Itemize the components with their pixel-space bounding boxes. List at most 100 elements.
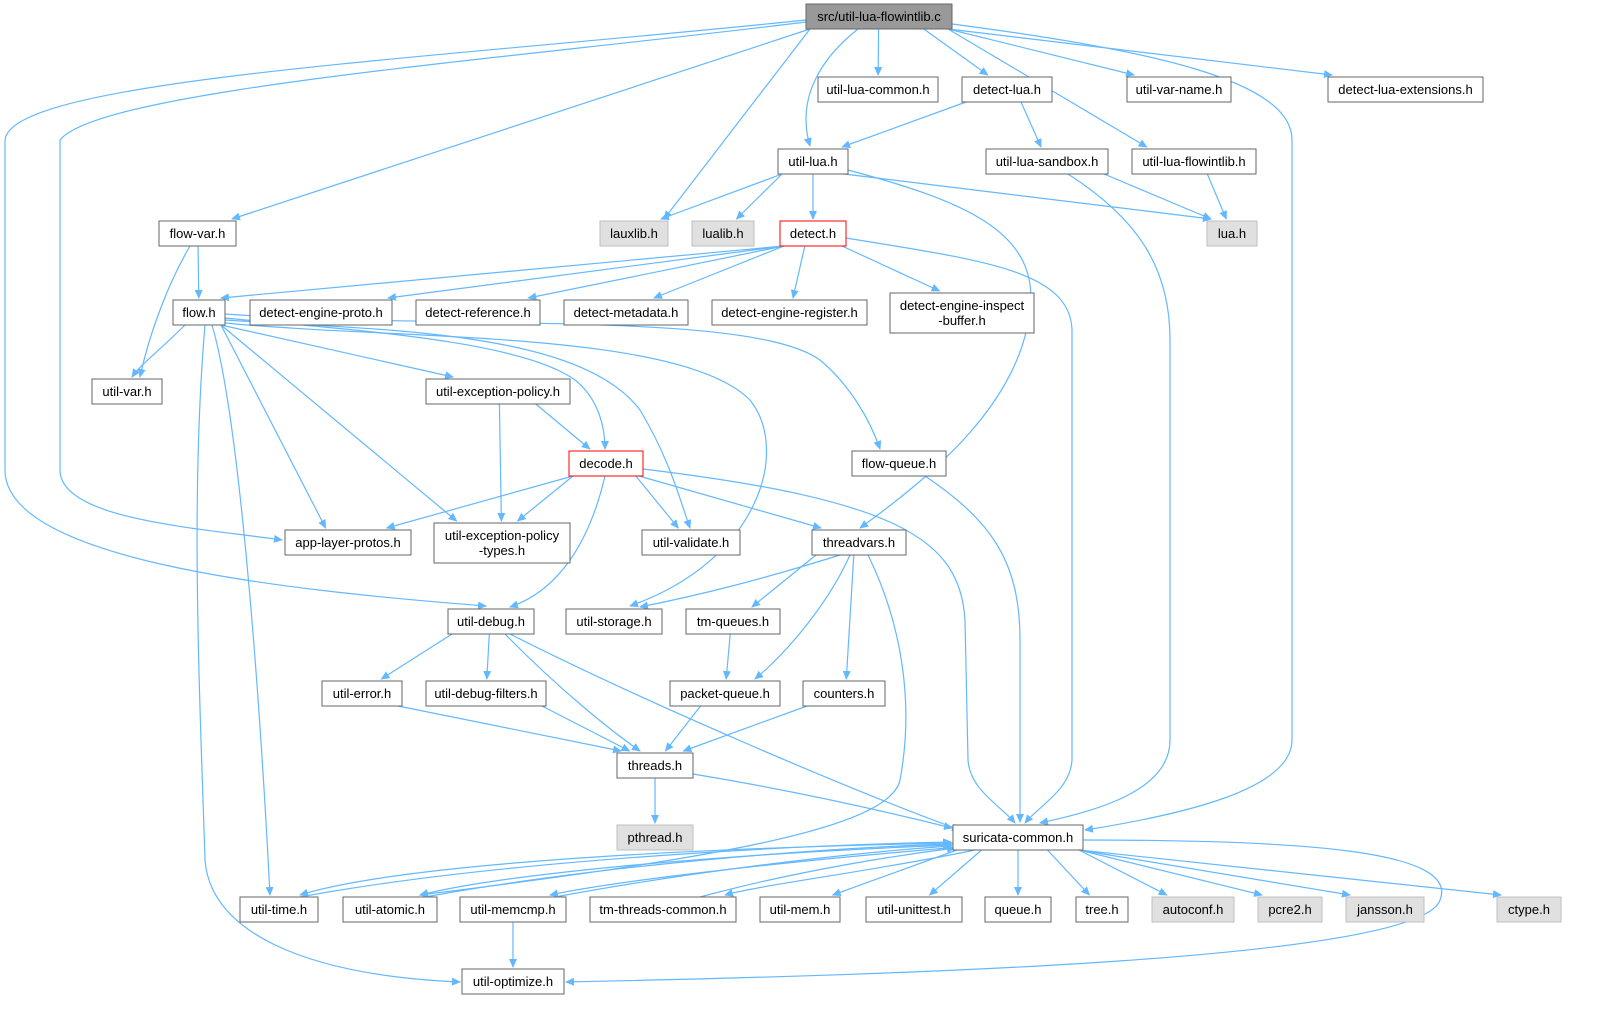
node-util-debug[interactable]: util-debug.h [447, 608, 535, 635]
node-util-exception-policy[interactable]: util-exception-policy.h [425, 378, 571, 405]
node-box [952, 824, 1084, 851]
node-label: util-storage.h [576, 614, 651, 629]
node-util-mem[interactable]: util-mem.h [759, 896, 841, 923]
node-detect-lua[interactable]: detect-lua.h [961, 76, 1053, 103]
node-util-unittest[interactable]: util-unittest.h [865, 896, 963, 923]
node-util-atomic[interactable]: util-atomic.h [342, 896, 438, 923]
node-flow[interactable]: flow.h [172, 299, 226, 326]
node-label: jansson.h [1356, 902, 1413, 917]
node-box [1327, 76, 1484, 103]
node-box [239, 896, 319, 923]
node-box [1257, 896, 1323, 923]
node-detect[interactable]: detect.h [779, 220, 847, 247]
node-detect-engine-register[interactable]: detect-engine-register.h [711, 299, 868, 326]
node-box [568, 450, 644, 477]
node-suricata-common[interactable]: suricata-common.h [952, 824, 1084, 851]
node-util-memcmp[interactable]: util-memcmp.h [459, 896, 567, 923]
node-label: autoconf.h [1163, 902, 1224, 917]
node-label: counters.h [814, 686, 875, 701]
node-box [425, 378, 571, 405]
edges-layer [4, 19, 1502, 986]
node-util-var-name[interactable]: util-var-name.h [1126, 76, 1232, 103]
node-util-storage[interactable]: util-storage.h [565, 608, 663, 635]
edge-threadvars-to-util-atomic [419, 554, 907, 898]
node-detect-metadata[interactable]: detect-metadata.h [563, 299, 689, 326]
node-util-time[interactable]: util-time.h [239, 896, 319, 923]
node-tm-queues[interactable]: tm-queues.h [685, 608, 781, 635]
node-util-exception-policy-types[interactable]: util-exception-policy-types.h [433, 522, 571, 564]
edge-flow-to-util-optimize [196, 324, 461, 986]
node-detect-engine-inspect-buffer[interactable]: detect-engine-inspect-buffer.h [889, 292, 1035, 334]
node-app-layer-protos[interactable]: app-layer-protos.h [284, 529, 412, 556]
edge-util-error-to-threads [397, 705, 622, 754]
node-box [284, 529, 412, 556]
edge-detect-to-detect-engine-inspect-buffer [841, 245, 941, 292]
node-util-lua[interactable]: util-lua.h [777, 148, 849, 175]
edge-util-lua-to-lauxlib [659, 173, 783, 220]
node-label: util-exception-policy [445, 528, 560, 543]
node-label: util-time.h [251, 902, 307, 917]
edge-root-to-util-var-name [947, 28, 1135, 77]
node-flow-queue[interactable]: flow-queue.h [851, 450, 947, 477]
edge-threadvars-to-packet-queue [754, 554, 851, 680]
edge-util-exception-policy-to-decode [535, 403, 591, 450]
edge-root-to-lauxlib [663, 28, 811, 220]
node-box [589, 896, 737, 923]
edge-decode-to-threadvars [638, 475, 822, 530]
node-root[interactable]: src/util-lua-flowintlib.c [805, 3, 953, 30]
node-label: util-mem.h [770, 902, 831, 917]
node-threads[interactable]: threads.h [616, 752, 694, 779]
node-autoconf: autoconf.h [1151, 896, 1235, 923]
node-label: util-unittest.h [877, 902, 951, 917]
edge-suricata-common-to-util-mem [831, 849, 958, 897]
node-util-lua-common[interactable]: util-lua-common.h [817, 76, 939, 103]
node-box [616, 752, 694, 779]
node-detect-reference[interactable]: detect-reference.h [415, 299, 541, 326]
node-util-optimize[interactable]: util-optimize.h [461, 968, 565, 995]
node-label: util-memcmp.h [470, 902, 555, 917]
node-label: ctype.h [1508, 902, 1550, 917]
node-util-lua-flowintlib[interactable]: util-lua-flowintlib.h [1131, 148, 1257, 175]
edge-decode-to-util-validate [635, 475, 679, 529]
node-label: util-var-name.h [1136, 82, 1223, 97]
edge-util-debug-to-util-error [380, 633, 453, 680]
node-label: detect-engine-register.h [721, 305, 858, 320]
edge-decode-to-util-debug [509, 475, 606, 609]
node-label: detect-metadata.h [574, 305, 679, 320]
node-box [1131, 148, 1257, 175]
node-box [865, 896, 963, 923]
node-label: detect-engine-proto.h [259, 305, 383, 320]
edge-decode-to-suricata-common [642, 468, 1016, 824]
node-util-debug-filters[interactable]: util-debug-filters.h [425, 680, 547, 707]
node-box [984, 896, 1052, 923]
node-box [777, 148, 849, 175]
node-label: -types.h [479, 543, 525, 558]
edge-detect-lua-to-util-lua-sandbox [1020, 101, 1042, 148]
node-tree[interactable]: tree.h [1075, 896, 1129, 923]
node-util-lua-sandbox[interactable]: util-lua-sandbox.h [985, 148, 1109, 175]
node-detect-lua-extensions[interactable]: detect-lua-extensions.h [1327, 76, 1484, 103]
node-box [425, 680, 547, 707]
edge-util-time-to-suricata-common [299, 838, 952, 898]
edge-root-to-app-layer-protos [59, 21, 807, 543]
edge-flow-var-to-util-var [137, 245, 191, 378]
node-packet-queue[interactable]: packet-queue.h [669, 680, 781, 707]
node-label: detect-engine-inspect [900, 298, 1025, 313]
edge-detect-to-detect-reference [527, 245, 785, 301]
node-util-validate[interactable]: util-validate.h [641, 529, 741, 556]
node-queue[interactable]: queue.h [984, 896, 1052, 923]
edge-util-lua-sandbox-to-suricata-common [1039, 173, 1171, 826]
node-util-error[interactable]: util-error.h [321, 680, 403, 707]
edge-util-lua-to-lualib [735, 173, 783, 220]
node-detect-engine-proto[interactable]: detect-engine-proto.h [249, 299, 393, 326]
node-box [711, 299, 868, 326]
node-util-var[interactable]: util-var.h [91, 378, 163, 405]
node-tm-threads-common[interactable]: tm-threads-common.h [589, 896, 737, 923]
node-threadvars[interactable]: threadvars.h [811, 529, 907, 556]
node-label: lualib.h [702, 226, 743, 241]
node-counters[interactable]: counters.h [802, 680, 886, 707]
node-decode[interactable]: decode.h [568, 450, 644, 477]
node-box [563, 299, 689, 326]
node-flow-var[interactable]: flow-var.h [158, 220, 237, 247]
